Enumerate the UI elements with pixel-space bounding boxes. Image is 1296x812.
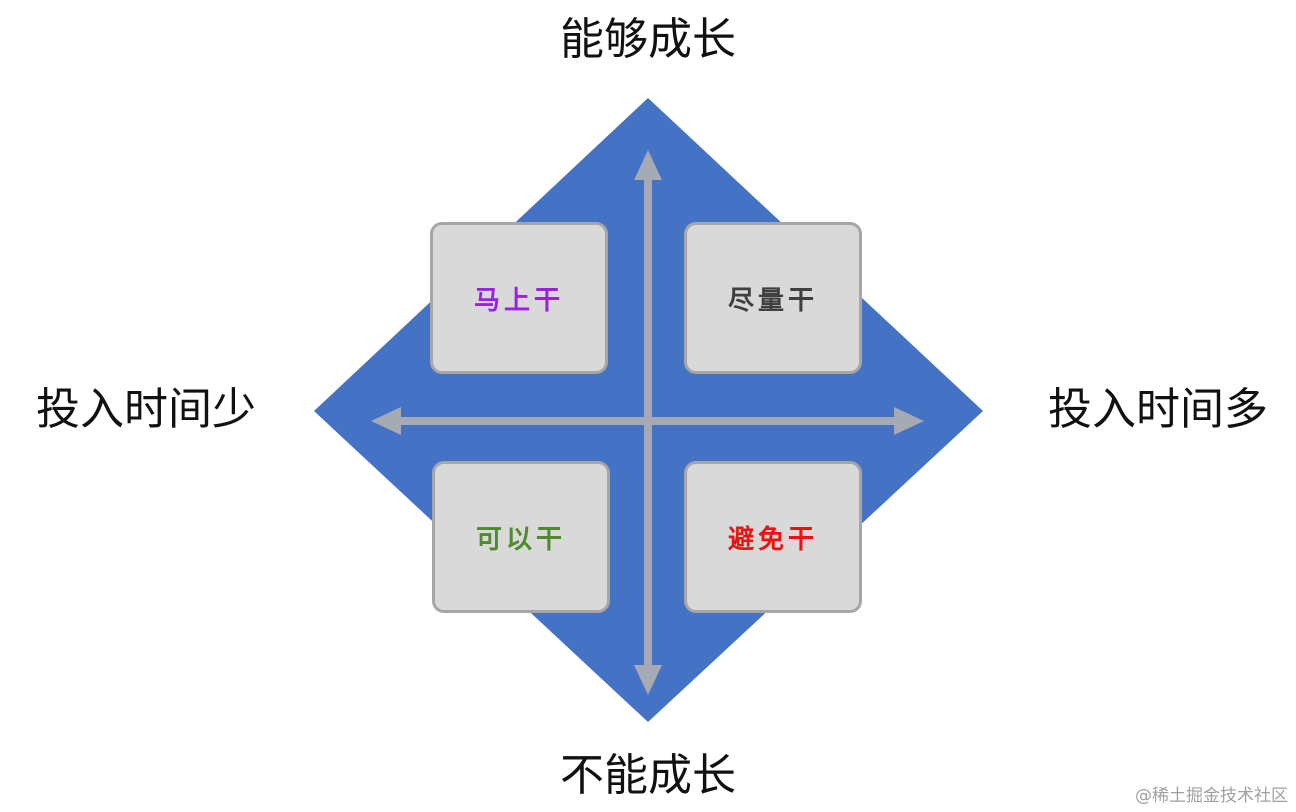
axis-label-right: 投入时间多: [1048, 384, 1268, 435]
quadrant-label-bottom-left: 可以干: [475, 524, 566, 555]
arrow-up-head: [634, 150, 662, 180]
quadrant-top-left: 马上干: [430, 222, 608, 374]
quadrant-top-right: 尽量干: [684, 222, 862, 374]
arrow-left-head: [371, 407, 401, 435]
arrow-down-head: [634, 665, 662, 695]
quadrant-bottom-right: 避免干: [684, 461, 862, 613]
horizontal-axis-arrow: [371, 407, 924, 435]
axis-label-left: 投入时间少: [36, 384, 256, 435]
watermark: @稀土掘金技术社区: [1135, 786, 1288, 806]
quadrant-label-top-left: 马上干: [473, 285, 564, 316]
quadrant-bottom-left: 可以干: [432, 461, 610, 613]
axis-label-bottom: 不能成长: [560, 750, 736, 801]
quadrant-label-bottom-right: 避免干: [727, 524, 818, 555]
arrow-right-head: [894, 407, 924, 435]
axis-label-top: 能够成长: [560, 14, 736, 65]
quadrant-label-top-right: 尽量干: [727, 285, 818, 316]
